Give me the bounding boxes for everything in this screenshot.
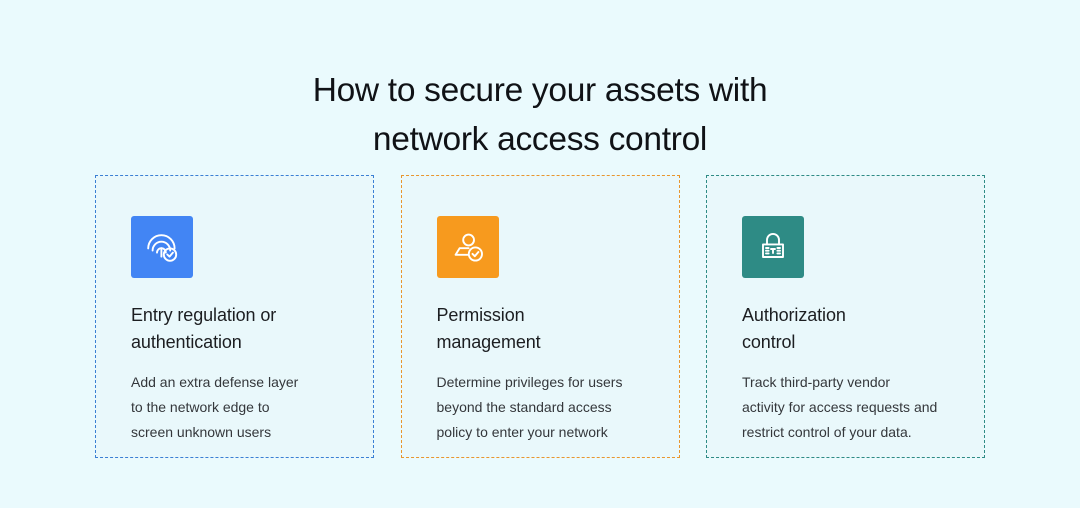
card-body-authorization-control: Track third-party vendor activity for ac… [742, 370, 960, 445]
card-heading-line-1: Permission [436, 305, 525, 325]
card-entry-regulation: Entry regulation or authentication Add a… [95, 175, 374, 458]
card-permission-management: Permission management Determine privileg… [400, 175, 680, 458]
card-body-line-2: to the network edge to [131, 399, 270, 415]
card-heading-line-1: Entry regulation or [131, 305, 277, 325]
card-heading-line-2: control [742, 332, 796, 352]
page-title: How to secure your assets with network a… [0, 66, 1080, 164]
padlock-icon [756, 230, 790, 264]
icon-tile-authorization-control [742, 216, 804, 278]
card-body-line-3: policy to enter your network [436, 424, 608, 440]
card-body-line-3: screen unknown users [131, 424, 272, 440]
card-heading-line-2: management [436, 332, 541, 352]
card-heading-line-2: authentication [131, 332, 242, 352]
card-heading-authorization-control: Authorization control [742, 302, 957, 356]
icon-tile-permission-management [436, 216, 499, 278]
card-heading-line-1: Authorization [742, 305, 846, 325]
cards-row: Entry regulation or authentication Add a… [95, 175, 985, 458]
user-check-icon [450, 229, 486, 265]
page-title-line-2: network access control [372, 121, 708, 159]
icon-tile-entry-regulation [131, 216, 193, 278]
card-heading-entry-regulation: Entry regulation or authentication [131, 302, 346, 356]
card-body-permission-management: Determine privileges for users beyond th… [437, 370, 655, 445]
card-body-line-2: activity for access requests and [742, 399, 938, 415]
card-authorization-control: Authorization control Track third-party … [706, 175, 985, 458]
card-body-line-1: Track third-party vendor [742, 374, 891, 390]
card-body-line-1: Determine privileges for users [436, 374, 623, 390]
page-title-line-1: How to secure your assets with [312, 72, 768, 110]
card-body-line-2: beyond the standard access [436, 399, 612, 415]
card-body-line-3: restrict control of your data. [742, 424, 912, 440]
fingerprint-check-icon [144, 229, 180, 265]
card-heading-permission-management: Permission management [437, 302, 652, 356]
card-body-entry-regulation: Add an extra defense layer to the networ… [131, 370, 349, 445]
card-body-line-1: Add an extra defense layer [131, 374, 299, 390]
